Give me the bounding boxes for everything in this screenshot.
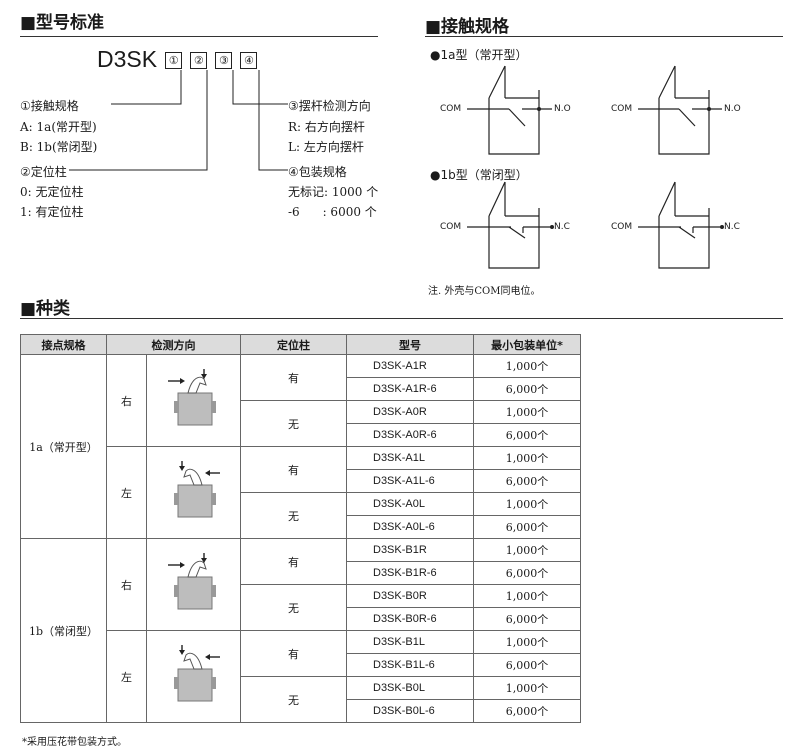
pack-cell: 1,000个 bbox=[473, 538, 581, 562]
pin-cell: 无 bbox=[240, 584, 347, 631]
box-3: ③ bbox=[215, 52, 233, 69]
package-a: 无标记: 1000 个 bbox=[288, 185, 379, 199]
com-1b-right: COM bbox=[611, 222, 633, 232]
box-4: ④ bbox=[240, 52, 258, 69]
pin-cell: 有 bbox=[240, 354, 347, 401]
package-b: -6 : 6000 个 bbox=[288, 205, 377, 219]
pack-cell: 6,000个 bbox=[473, 469, 581, 493]
model-leader-lines bbox=[68, 70, 288, 171]
direction-heading: ③摆杆检测方向 bbox=[288, 99, 371, 113]
model-cell: D3SK-B0R-6 bbox=[346, 607, 474, 631]
pin-cell: 无 bbox=[240, 676, 347, 723]
model-cell: D3SK-B0L bbox=[346, 676, 474, 700]
pack-cell: 6,000个 bbox=[473, 377, 581, 401]
direction-cell: 右 bbox=[106, 354, 147, 447]
pack-cell: 6,000个 bbox=[473, 653, 581, 677]
pack-cell: 1,000个 bbox=[473, 354, 581, 378]
model-code: D3SK ① ② ③ ④ bbox=[97, 46, 258, 73]
com-1a-left: COM bbox=[440, 104, 462, 114]
com-1b-left: COM bbox=[440, 222, 462, 232]
header-model: 型号 bbox=[346, 334, 474, 355]
spec-cell: 1b（常闭型） bbox=[20, 538, 107, 723]
pack-cell: 6,000个 bbox=[473, 607, 581, 631]
switch-right-icon bbox=[167, 369, 216, 426]
pack-cell: 6,000个 bbox=[473, 515, 581, 539]
direction-image-cell bbox=[146, 354, 241, 447]
contact-b: B: 1b(常闭型) bbox=[20, 140, 98, 154]
pin-cell: 无 bbox=[240, 400, 347, 447]
type-1b-label: ●1b型（常闭型） bbox=[430, 168, 528, 182]
header-direction: 检测方向 bbox=[106, 334, 241, 355]
direction-cell: 右 bbox=[106, 538, 147, 631]
pack-cell: 1,000个 bbox=[473, 492, 581, 516]
box-1: ① bbox=[165, 52, 183, 69]
model-cell: D3SK-A0R bbox=[346, 400, 474, 424]
header-spec: 接点规格 bbox=[20, 334, 107, 355]
model-cell: D3SK-A0R-6 bbox=[346, 423, 474, 447]
contact-heading: ①接触规格 bbox=[20, 97, 81, 114]
switch-left-icon bbox=[173, 645, 220, 702]
direction-b: L: 左方向摆杆 bbox=[288, 140, 364, 154]
model-cell: D3SK-B1L bbox=[346, 630, 474, 654]
switch-right-icon bbox=[167, 553, 216, 610]
model-cell: D3SK-B1R bbox=[346, 538, 474, 562]
direction-cell: 左 bbox=[106, 446, 147, 539]
model-cell: D3SK-A1R bbox=[346, 354, 474, 378]
pin-heading: ②定位柱 bbox=[20, 163, 69, 180]
pack-cell: 1,000个 bbox=[473, 584, 581, 608]
model-cell: D3SK-B1L-6 bbox=[346, 653, 474, 677]
pin-b: 1: 有定位柱 bbox=[20, 205, 84, 219]
pack-cell: 1,000个 bbox=[473, 446, 581, 470]
no-1a-left: N.O bbox=[554, 104, 571, 114]
pin-cell: 有 bbox=[240, 446, 347, 493]
header-min-pack: 最小包装单位* bbox=[473, 334, 581, 355]
pack-cell: 6,000个 bbox=[473, 699, 581, 723]
kinds-footnote: *采用压花带包装方式。 bbox=[22, 737, 127, 748]
no-1a-right: N.O bbox=[724, 104, 741, 114]
model-cell: D3SK-A1L bbox=[346, 446, 474, 470]
model-prefix: D3SK bbox=[97, 46, 158, 72]
pin-cell: 无 bbox=[240, 492, 347, 539]
contact-a: A: 1a(常开型) bbox=[20, 120, 97, 134]
spec-cell: 1a（常开型） bbox=[20, 354, 107, 539]
pack-cell: 6,000个 bbox=[473, 561, 581, 585]
box-2: ② bbox=[190, 52, 208, 69]
kinds-title: ■种类 bbox=[20, 299, 71, 319]
pin-a: 0: 无定位柱 bbox=[20, 185, 84, 199]
direction-a: R: 右方向摆杆 bbox=[288, 120, 365, 134]
switch-left-icon bbox=[173, 461, 220, 518]
contact-diagrams bbox=[467, 65, 724, 269]
contact-note: 注. 外壳与COM同电位。 bbox=[428, 286, 541, 297]
pin-cell: 有 bbox=[240, 630, 347, 677]
model-cell: D3SK-A1L-6 bbox=[346, 469, 474, 493]
nc-1b-right: N.C bbox=[724, 222, 740, 232]
pack-cell: 6,000个 bbox=[473, 423, 581, 447]
pack-cell: 1,000个 bbox=[473, 676, 581, 700]
direction-image-cell bbox=[146, 446, 241, 539]
pack-cell: 1,000个 bbox=[473, 400, 581, 424]
model-standard-title: ■型号标准 bbox=[20, 13, 105, 33]
direction-image-cell bbox=[146, 630, 241, 723]
header-pin: 定位柱 bbox=[240, 334, 347, 355]
model-cell: D3SK-A0L bbox=[346, 492, 474, 516]
com-1a-right: COM bbox=[611, 104, 633, 114]
pack-cell: 1,000个 bbox=[473, 630, 581, 654]
type-1a-label: ●1a型（常开型） bbox=[430, 48, 528, 62]
contact-form-title: ■接触规格 bbox=[425, 17, 510, 37]
package-heading: ④包装规格 bbox=[288, 165, 347, 179]
nc-1b-left: N.C bbox=[554, 222, 570, 232]
model-cell: D3SK-B0R bbox=[346, 584, 474, 608]
model-cell: D3SK-A0L-6 bbox=[346, 515, 474, 539]
model-cell: D3SK-A1R-6 bbox=[346, 377, 474, 401]
model-cell: D3SK-B0L-6 bbox=[346, 699, 474, 723]
direction-cell: 左 bbox=[106, 630, 147, 723]
direction-image-cell bbox=[146, 538, 241, 631]
model-cell: D3SK-B1R-6 bbox=[346, 561, 474, 585]
pin-cell: 有 bbox=[240, 538, 347, 585]
